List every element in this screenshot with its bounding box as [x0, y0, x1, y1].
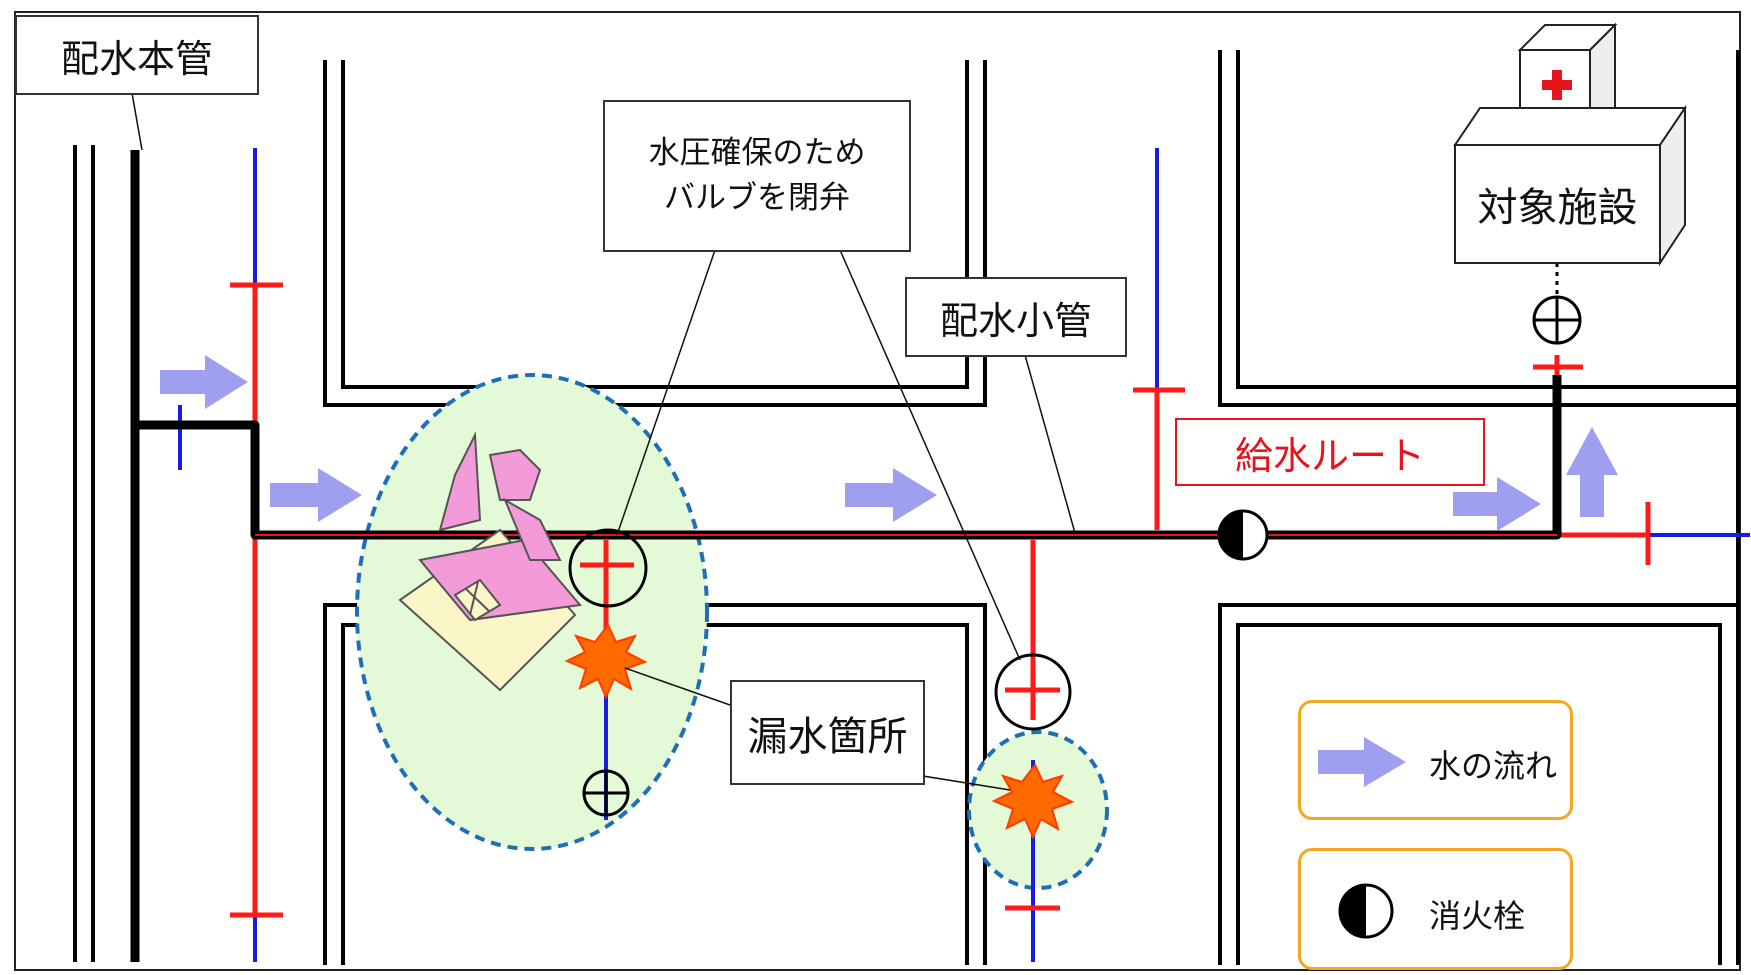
hydrant-icon — [1338, 883, 1394, 939]
hydrant-symbols[interactable] — [568, 295, 1582, 817]
arrow-icon — [1318, 737, 1406, 787]
red-cross-icon — [1542, 70, 1572, 100]
legend-item-flow: 水の流れ — [1298, 700, 1573, 820]
target-facility-building — [1453, 22, 1687, 267]
target-facility-label: 対象施設 — [1477, 185, 1638, 231]
road-edges — [73, 50, 1740, 965]
supply-route-label: 給水ルート — [1175, 418, 1485, 486]
hydrant-icon[interactable] — [1217, 509, 1269, 561]
small-pipes-red — [252, 285, 1648, 915]
valve-note-line2: バルブを閉弁 — [664, 180, 850, 216]
collapsed-house-icon — [398, 431, 582, 692]
valve-circle-large — [568, 528, 648, 608]
valve-marks[interactable] — [230, 282, 1651, 918]
valve-note-line1: 水圧確保のため — [648, 135, 866, 172]
leak-point-label: 漏水箇所 — [730, 680, 925, 785]
legend-hydrant-label: 消火栓 — [1429, 897, 1526, 935]
valve-note-box: 水圧確保のため バルブを閉弁 — [603, 100, 911, 252]
valve-circle-small — [994, 653, 1072, 731]
small-pipe-label: 配水小管 — [905, 277, 1127, 357]
legend-flow-label: 水の流れ — [1429, 747, 1558, 785]
main-pipe-label: 配水本管 — [15, 15, 259, 95]
burst-icon — [991, 763, 1075, 840]
legend-item-hydrant: 消火栓 — [1298, 848, 1573, 970]
flow-arrows — [160, 355, 1618, 531]
supply-route-line — [130, 150, 1562, 962]
leak-burst-icons — [564, 623, 1075, 840]
burst-icon — [564, 623, 648, 700]
